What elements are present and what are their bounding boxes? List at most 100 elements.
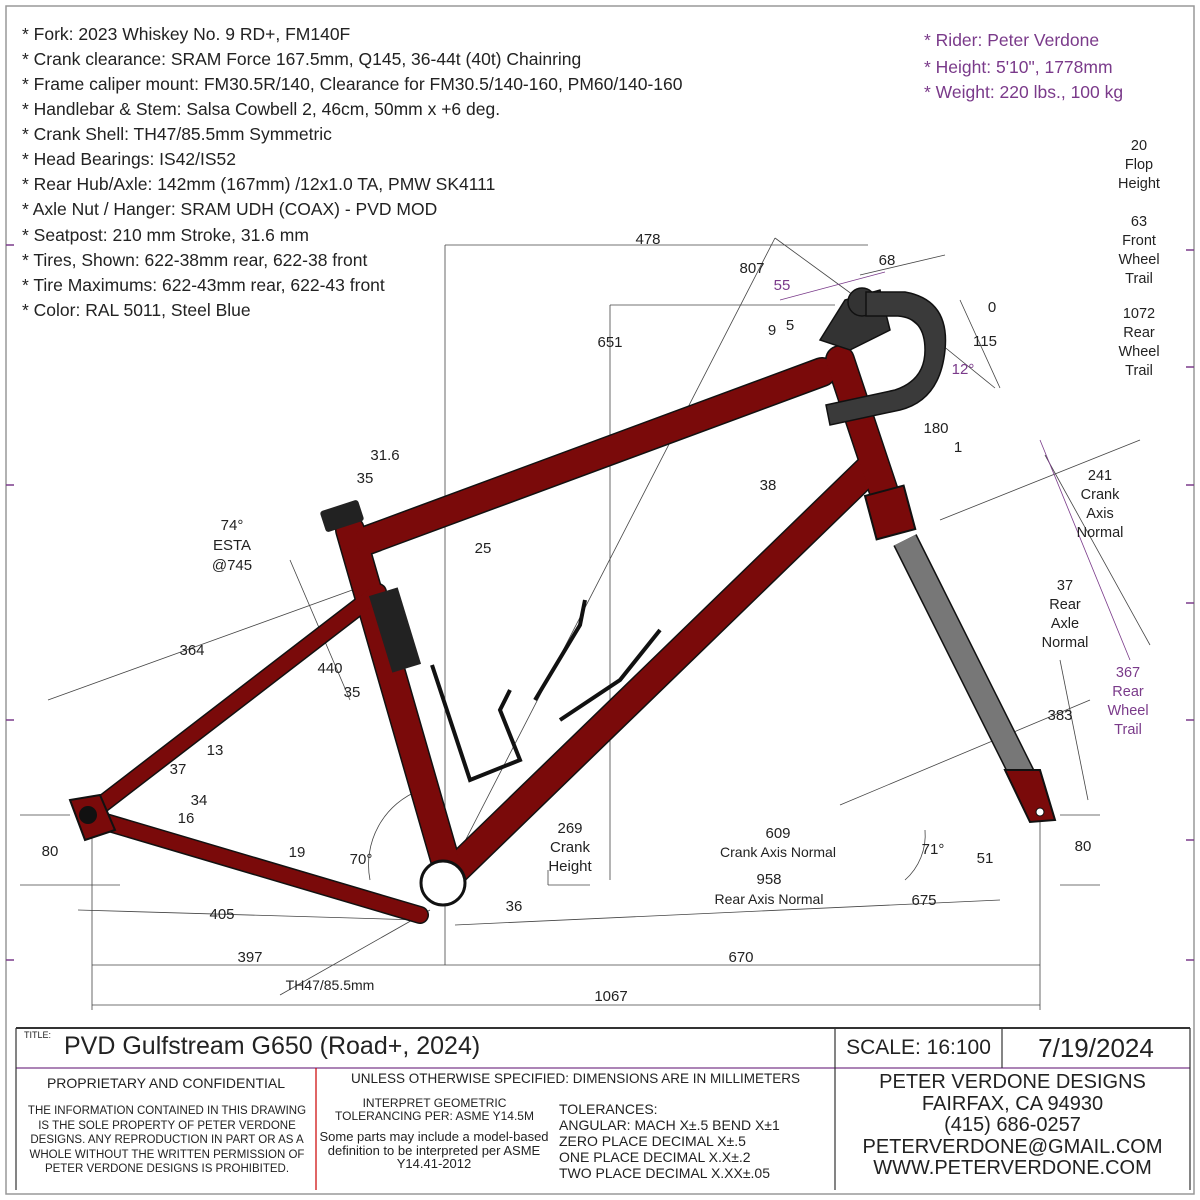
- fork: [894, 534, 1046, 806]
- dim-label: 35: [357, 470, 374, 487]
- dim-label: 13: [207, 742, 224, 759]
- company-website: WWW.PETERVERDONE.COM: [873, 1157, 1152, 1179]
- note-text: Front: [1122, 233, 1156, 249]
- dim-label: Height: [548, 858, 592, 875]
- spec-seatpost: * Seatpost: 210 mm Stroke, 31.6 mm: [22, 225, 309, 245]
- spec-rear-hub: * Rear Hub/Axle: 142mm (167mm) /12x1.0 T…: [22, 174, 495, 194]
- dimension-lines: [20, 237, 1151, 1010]
- dim-stack: 651: [597, 334, 622, 351]
- note-text: Flop: [1125, 157, 1153, 173]
- dim-label: 35: [344, 684, 361, 701]
- note-text: Rear: [1049, 597, 1081, 613]
- dim-label: 364: [179, 642, 204, 659]
- dimension-labels: 478 807 55 68 0 9 5 115 651 12° 180 1 31…: [42, 231, 1092, 1005]
- dim-label: 0: [988, 299, 996, 316]
- dim-esta-angle: 74°: [221, 517, 244, 534]
- proprietary-heading: PROPRIETARY AND CONFIDENTIAL: [46, 1075, 286, 1091]
- units-note: UNLESS OTHERWISE SPECIFIED: DIMENSIONS A…: [350, 1071, 801, 1086]
- sheet-border: [5, 5, 1195, 1195]
- dim-label: 51: [977, 850, 994, 867]
- tolerance-one-place: ONE PLACE DECIMAL X.X±.2: [559, 1149, 751, 1165]
- title-block-lines: [15, 1027, 1191, 1190]
- note-text: Rear: [1123, 325, 1155, 341]
- dim-esta-label: ESTA: [213, 537, 251, 554]
- bottom-bracket: [419, 859, 467, 907]
- dim-label: 609: [765, 825, 790, 842]
- spec-color: * Color: RAL 5011, Steel Blue: [22, 300, 251, 320]
- note-text: Trail: [1114, 722, 1142, 738]
- spec-crank-shell: * Crank Shell: TH47/85.5mm Symmetric: [22, 124, 332, 144]
- note-text: Normal: [1042, 635, 1089, 651]
- spec-fork: * Fork: 2023 Whiskey No. 9 RD+, FM140F: [22, 24, 350, 44]
- spec-list: * Fork: 2023 Whiskey No. 9 RD+, FM140F *…: [22, 24, 683, 320]
- dim-label: 383: [1047, 707, 1072, 724]
- drawing-date: 7/19/2024: [1038, 1033, 1154, 1063]
- spec-crank: * Crank clearance: SRAM Force 167.5mm, Q…: [22, 49, 581, 69]
- company-email: PETERVERDONE@GMAIL.COM: [862, 1135, 1163, 1158]
- fork-crown: [863, 484, 917, 541]
- dim-label: 68: [879, 252, 896, 269]
- dim-esta-at: @745: [212, 557, 252, 574]
- company-info: PETER VERDONE DESIGNS FAIRFAX, CA 94930 …: [835, 1071, 1190, 1180]
- dim-label: 1: [954, 439, 962, 456]
- note-text: Trail: [1125, 271, 1153, 287]
- cockpit: [818, 287, 947, 426]
- dim-label: 405: [209, 906, 234, 923]
- note-text: Wheel: [1107, 703, 1148, 719]
- dim-crank-height: 269: [557, 820, 582, 837]
- seat-collar: [320, 500, 364, 532]
- note-text: 367: [1116, 665, 1140, 681]
- dim-label: 80: [42, 843, 59, 860]
- dim-label: 19: [289, 844, 306, 861]
- dim-label: 958: [756, 871, 781, 888]
- note-text: Height: [1118, 176, 1160, 192]
- dim-label: 36: [506, 898, 523, 915]
- tolerance-angular: ANGULAR: MACH X±.5 BEND X±1: [559, 1117, 780, 1133]
- handlebar: [825, 291, 947, 426]
- dim-label: 12°: [952, 361, 975, 378]
- note-text: 1072: [1123, 306, 1155, 322]
- note-text: Axle: [1051, 616, 1079, 632]
- dim-label: Rear Axis Normal: [715, 891, 824, 907]
- tolerance-two-place: TWO PLACE DECIMAL X.XX±.05: [559, 1165, 770, 1181]
- dim-label: 25: [475, 540, 492, 557]
- note-text: 241: [1088, 468, 1112, 484]
- dim-label: 115: [973, 333, 997, 350]
- tolerance-zero-place: ZERO PLACE DECIMAL X±.5: [559, 1133, 746, 1149]
- dim-wheelbase: 1067: [594, 988, 627, 1005]
- dim-label: 31.6: [370, 447, 399, 464]
- dim-label: 16: [178, 810, 195, 827]
- note-text: Wheel: [1118, 252, 1159, 268]
- bottle-cages: [430, 599, 662, 783]
- title-label: TITLE:: [24, 1030, 52, 1040]
- dim-label: 55: [774, 277, 791, 294]
- note-text: Axis: [1086, 506, 1113, 522]
- company-address: FAIRFAX, CA 94930: [921, 1092, 1104, 1115]
- dim-label: Crank: [550, 839, 591, 856]
- dim-label: Crank Axis Normal: [720, 844, 836, 860]
- spec-handlebar: * Handlebar & Stem: Salsa Cowbell 2, 46c…: [22, 99, 500, 119]
- zone-ticks: [6, 244, 1194, 961]
- note-text: Normal: [1077, 525, 1124, 541]
- tolerances: TOLERANCES: ANGULAR: MACH X±.5 BEND X±1 …: [559, 1101, 780, 1181]
- dim-label: 71°: [922, 841, 945, 858]
- mbd-note: Some parts may include a model-based def…: [319, 1129, 549, 1171]
- note-text: 37: [1057, 578, 1073, 594]
- proprietary-text: THE INFORMATION CONTAINED IN THIS DRAWIN…: [27, 1105, 307, 1175]
- dim-label: 670: [728, 949, 753, 966]
- dim-label: 440: [317, 660, 342, 677]
- dim-reach: 478: [635, 231, 660, 248]
- company-phone: (415) 686-0257: [944, 1114, 1081, 1136]
- seat-tube: [336, 516, 459, 874]
- dim-label: 9: [768, 322, 776, 339]
- rider-name: * Rider: Peter Verdone: [924, 30, 1099, 50]
- dim-label: 38: [760, 477, 777, 494]
- spec-tires-shown: * Tires, Shown: 622-38mm rear, 622-38 fr…: [22, 250, 367, 270]
- scale: SCALE: 16:100: [846, 1036, 991, 1059]
- spec-tire-max: * Tire Maximums: 622-43mm rear, 622-43 f…: [22, 275, 385, 295]
- gdt-note: INTERPRET GEOMETRIC TOLERANCING PER: ASM…: [335, 1096, 534, 1123]
- dim-label: 180: [923, 420, 948, 437]
- head-tube: [826, 346, 904, 524]
- dim-label: 807: [739, 260, 764, 277]
